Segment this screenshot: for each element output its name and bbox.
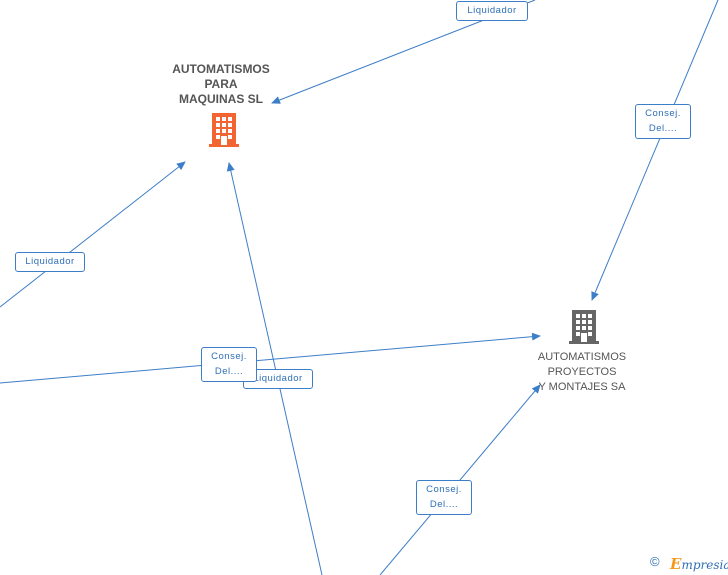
edge-label-consej-right[interactable]: Consej. Del.... bbox=[635, 104, 691, 139]
edge-line-consej-middle bbox=[0, 332, 541, 384]
edge-line-consej-right bbox=[591, 0, 719, 301]
node-label-automatismos-para-maquinas: AUTOMATISMOS PARA MAQUINAS SL bbox=[172, 62, 270, 106]
edge-label-liquidador-top[interactable]: Liquidador bbox=[456, 1, 528, 21]
node-label-automatismos-proyectos: AUTOMATISMOS PROYECTOS Y MONTAJES SA bbox=[537, 351, 627, 393]
edge-label-consej-bottom[interactable]: Consej. Del.... bbox=[416, 480, 472, 515]
edge-label-liquidador-left[interactable]: Liquidador bbox=[15, 252, 85, 272]
building-icon bbox=[569, 310, 599, 344]
brand-logo: Empresia bbox=[670, 555, 728, 573]
copyright-icon: © bbox=[650, 554, 660, 569]
brand-initial: E bbox=[670, 555, 682, 573]
edge-line-liquidador-left bbox=[0, 161, 186, 308]
edge-label-consej-middle[interactable]: Consej. Del.... bbox=[201, 347, 257, 382]
brand-name: mpresia bbox=[681, 558, 728, 572]
building-icon bbox=[209, 113, 239, 147]
